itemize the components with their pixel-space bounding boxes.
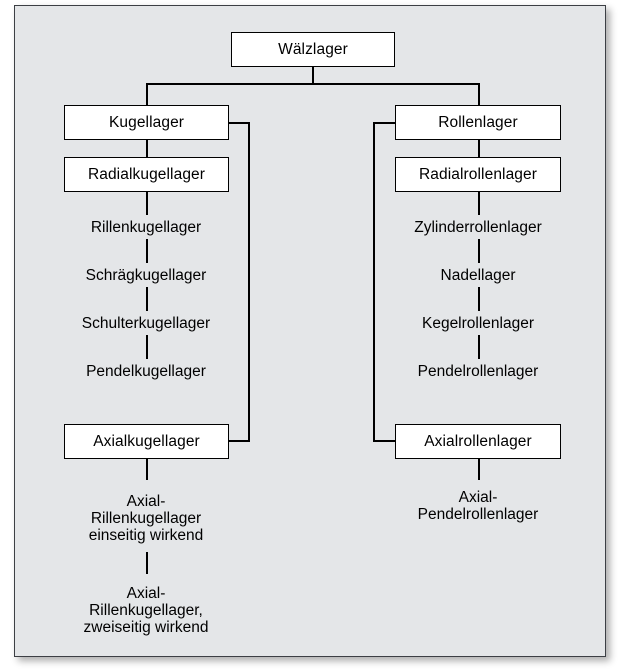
connector-side-bus-to-axialkugellager [229,440,250,442]
connector-radialrollenlager-to-leaf1 [478,191,480,215]
node-rillenkugellager[interactable]: Rillenkugellager [90,218,202,236]
connector-side-bus-to-axialrollenlager [373,440,395,442]
connector-leaf2-to-leaf3 [146,287,148,311]
node-zylinderrollenlager[interactable]: Zylinderrollenlager [414,218,542,236]
connector-radialkugellager-to-leaf1 [146,191,148,215]
connector-leaf1-to-leaf2 [146,239,148,263]
node-kugellager[interactable]: Kugellager [64,105,229,140]
connector-rollenlager-side-out [373,122,395,124]
connector-rollenlager-side-bus [373,122,375,441]
node-axial-rillenkugellager-einseitig[interactable]: Axial- Rillenkugellager einseitig wirken… [88,492,204,544]
node-axialrollenlager[interactable]: Axialrollenlager [395,424,561,459]
connector-axialkugellager-to-child1 [146,459,148,480]
connector-leaf3-to-leaf4 [146,335,148,359]
node-axial-rillenkugellager-zweiseitig[interactable]: Axial- Rillenkugellager, zweiseitig wirk… [83,584,209,636]
connector-root-to-rollenlager [478,83,480,107]
diagram-panel: Wälzlager Kugellager Radialkugellager Ri… [14,5,606,657]
connector-rleaf3-to-rleaf4 [478,335,480,359]
node-nadellager[interactable]: Nadellager [440,266,516,284]
node-schulterkugellager[interactable]: Schulterkugellager [81,314,211,332]
node-rollenlager[interactable]: Rollenlager [395,105,561,140]
connector-axial-child1-to-child2 [146,552,148,574]
node-axial-pendelrollenlager[interactable]: Axial- Pendelrollenlager [417,489,539,523]
connector-root-to-kugellager [146,83,148,107]
node-schraegkugellager[interactable]: Schrägkugellager [85,266,207,284]
connector-kugellager-side-bus [248,122,250,441]
bearing-taxonomy-diagram: Wälzlager Kugellager Radialkugellager Ri… [15,6,607,658]
node-radialrollenlager[interactable]: Radialrollenlager [395,157,561,192]
node-pendelrollenlager[interactable]: Pendelrollenlager [417,362,539,380]
node-waelzlager[interactable]: Wälzlager [231,32,395,67]
connector-axialrollenlager-to-child1 [478,459,480,480]
connector-rleaf2-to-rleaf3 [478,287,480,311]
node-kegelrollenlager[interactable]: Kegelrollenlager [421,314,535,332]
node-axialkugellager[interactable]: Axialkugellager [64,424,229,459]
connector-rleaf1-to-rleaf2 [478,239,480,263]
connector-kugellager-side-out [229,122,250,124]
node-radialkugellager[interactable]: Radialkugellager [64,157,229,192]
connector-root-stem [312,66,314,84]
connector-root-bar [146,83,480,85]
connector-rollenlager-to-radial [478,139,480,159]
connector-kugellager-to-radial [146,139,148,159]
node-pendelkugellager[interactable]: Pendelkugellager [86,362,206,380]
